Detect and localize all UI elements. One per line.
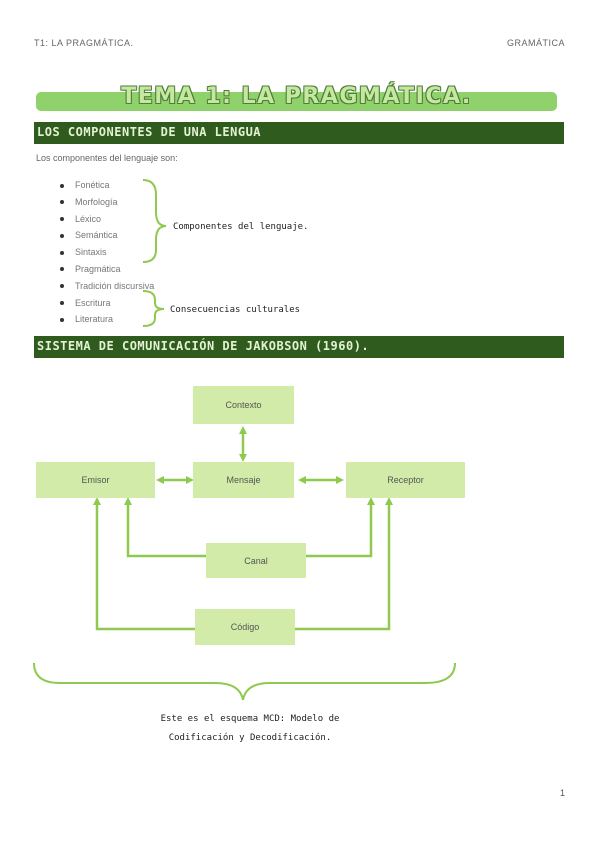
receiver-box: Receptor: [346, 462, 465, 498]
header-right: GRAMÁTICA: [506, 38, 565, 48]
caption-line-1: Este es el esquema MCD: Modelo de: [160, 714, 340, 724]
section-heading-components-text: LOS COMPONENTES DE UNA LENGUA: [37, 125, 262, 139]
brace-diagram: [33, 662, 456, 701]
intro-text: Los componentes del lenguaje son:: [36, 153, 178, 163]
page-number: 1: [559, 788, 565, 798]
brace-components: [142, 179, 167, 263]
section-heading-jakobson: SISTEMA DE COMUNICACIÓN DE JAKOBSON (196…: [34, 336, 564, 358]
list-item: Morfología: [58, 194, 154, 211]
list-item: Escritura: [58, 295, 154, 312]
diagram-caption: Este es el esquema MCD: Modelo de Codifi…: [150, 710, 350, 748]
section-heading-jakobson-text: SISTEMA DE COMUNICACIÓN DE JAKOBSON (196…: [37, 339, 370, 353]
message-box: Mensaje: [193, 462, 294, 498]
channel-box: Canal: [206, 543, 306, 578]
list-item: Semántica: [58, 227, 154, 244]
list-item: Sintaxis: [58, 244, 154, 261]
title-banner: TEMA 1: LA PRAGMÁTICA.: [36, 84, 557, 111]
caption-line-2: Codificación y Decodificación.: [168, 733, 332, 743]
list-item: Fonética: [58, 177, 154, 194]
list-item: Léxico: [58, 211, 154, 228]
components-list: Fonética Morfología Léxico Semántica Sin…: [58, 177, 154, 328]
sender-box: Emisor: [36, 462, 155, 498]
code-box: Código: [195, 609, 295, 645]
list-item: Tradición discursiva: [58, 278, 154, 295]
note-cultural: Consecuencias culturales: [170, 305, 301, 315]
list-item: Pragmática: [58, 261, 154, 278]
section-heading-components: LOS COMPONENTES DE UNA LENGUA: [34, 122, 564, 144]
context-box: Contexto: [193, 386, 294, 424]
note-components: Componentes del lenguaje.: [173, 222, 309, 232]
list-item: Literatura: [58, 311, 154, 328]
header-left: T1: LA PRAGMÁTICA.: [34, 38, 134, 48]
page-title: TEMA 1: LA PRAGMÁTICA.: [121, 84, 472, 109]
brace-cultural: [142, 290, 165, 327]
